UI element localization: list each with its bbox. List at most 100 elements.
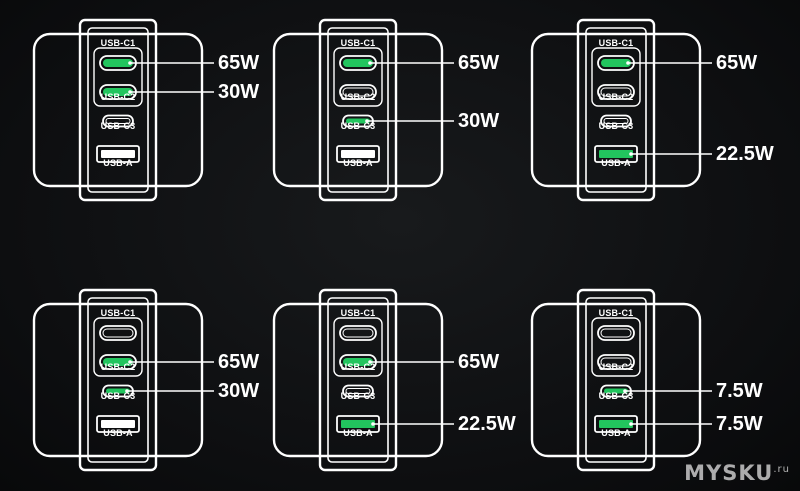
charger-body [530, 302, 702, 458]
port-label-a: USB-A [103, 158, 133, 168]
port-c2-active-indicator [103, 88, 133, 96]
port-a-inactive-indicator [101, 420, 135, 428]
charger-diagram [32, 288, 214, 472]
port-label-c3: USB-C3 [340, 121, 376, 131]
charger-diagram [32, 18, 214, 202]
port-c3-outline [102, 114, 134, 128]
port-c3-outline [342, 384, 374, 398]
leader-dot-c2 [368, 360, 372, 364]
port-label-c2: USB-C2 [598, 92, 634, 102]
leader-dot-c1 [626, 61, 630, 65]
leader-dot-c3 [623, 389, 627, 393]
port-label-c3: USB-C3 [100, 391, 136, 401]
port-c2-outline [597, 84, 635, 100]
wattage-label: 30W [458, 110, 500, 132]
leader-dot-c3 [365, 119, 369, 123]
port-c2-active-indicator [103, 358, 133, 366]
port-c2-outline [597, 354, 635, 370]
port-c3-outline [600, 114, 632, 128]
port-c1-inactive-indicator [102, 328, 134, 338]
charger-body [32, 302, 204, 458]
usb-c-group-bracket [591, 47, 641, 107]
wattage-label: 7.5W [716, 413, 763, 435]
charger-faceplate [585, 27, 647, 193]
usb-c-group-bracket [93, 317, 143, 377]
port-label-a: USB-A [601, 158, 631, 168]
port-label-c3: USB-C3 [340, 391, 376, 401]
port-c2-inactive-indicator [600, 87, 632, 97]
wattage-label: 30W [218, 81, 260, 103]
wattage-label: 65W [716, 52, 758, 74]
charger-faceplate [327, 297, 389, 463]
wattage-label: 65W [458, 351, 500, 373]
wattage-label: 7.5W [716, 380, 763, 402]
port-c1-inactive-indicator [342, 328, 374, 338]
charger-faceplate [87, 27, 149, 193]
usb-c-group-bracket [333, 317, 383, 377]
charger-body [272, 302, 444, 458]
port-c1-active-indicator [601, 59, 631, 67]
port-c1-inactive-indicator [600, 328, 632, 338]
charger-diagram [530, 18, 712, 202]
port-label-c2: USB-C2 [100, 92, 136, 102]
wattage-label: 65W [458, 52, 500, 74]
port-c1-outline [99, 325, 137, 341]
charger-faceplate [585, 297, 647, 463]
wattage-label: 65W [218, 351, 260, 373]
port-label-c2: USB-C2 [340, 92, 376, 102]
charger-body [32, 32, 204, 188]
usb-c-group-bracket [591, 317, 641, 377]
charger-port-panel [576, 288, 656, 472]
wattage-label: 22.5W [716, 143, 774, 165]
port-c3-active-indicator [346, 118, 370, 124]
port-label-a: USB-A [343, 428, 373, 438]
port-a-inactive-indicator [101, 150, 135, 158]
leader-dot-c1 [128, 61, 132, 65]
port-c3-active-indicator [604, 388, 628, 394]
charger-body [272, 32, 444, 188]
leader-dot-a [371, 422, 375, 426]
port-label-c3: USB-C3 [598, 121, 634, 131]
port-label-c1: USB-C1 [100, 38, 136, 48]
port-label-c2: USB-C2 [340, 362, 376, 372]
port-c2-outline [339, 84, 377, 100]
port-a-active-indicator [599, 420, 633, 428]
port-c3-inactive-indicator [345, 388, 371, 394]
port-label-c1: USB-C1 [340, 38, 376, 48]
leader-dot-c2 [128, 90, 132, 94]
port-label-c2: USB-C2 [598, 362, 634, 372]
port-c2-inactive-indicator [600, 357, 632, 367]
wattage-label: 30W [218, 380, 260, 402]
port-a-outline [96, 145, 140, 163]
port-c1-active-indicator [343, 59, 373, 67]
port-label-a: USB-A [103, 428, 133, 438]
port-c1-active-indicator [103, 59, 133, 67]
port-label-a: USB-A [601, 428, 631, 438]
port-label-c1: USB-C1 [598, 38, 634, 48]
port-label-c1: USB-C1 [340, 308, 376, 318]
port-label-c2: USB-C2 [100, 362, 136, 372]
wattage-label: 65W [218, 52, 260, 74]
port-a-outline [336, 145, 380, 163]
port-a-active-indicator [341, 420, 375, 428]
port-c3-inactive-indicator [603, 118, 629, 124]
charger-diagram [272, 18, 454, 202]
charger-port-panel [576, 18, 656, 202]
port-a-active-indicator [599, 150, 633, 158]
charger-port-panel [78, 288, 158, 472]
port-label-a: USB-A [343, 158, 373, 168]
port-label-c1: USB-C1 [598, 308, 634, 318]
charger-faceplate [327, 27, 389, 193]
port-c1-outline [597, 325, 635, 341]
port-label-c3: USB-C3 [598, 391, 634, 401]
port-a-inactive-indicator [341, 150, 375, 158]
charger-body [530, 32, 702, 188]
leader-dot-a [629, 422, 633, 426]
watermark: MYSKU.ru [684, 461, 790, 485]
